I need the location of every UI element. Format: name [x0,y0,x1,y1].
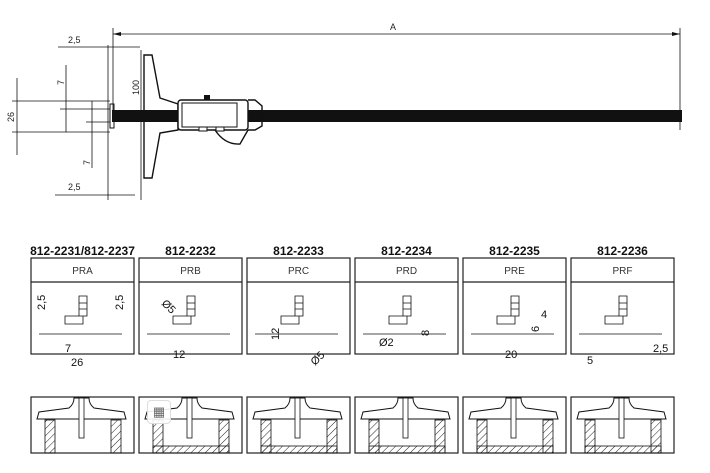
probe-model: 812-2231/812-2237 [30,244,135,258]
probe-tip-sketch [186,295,196,317]
probe-tip-sketch [510,295,520,317]
dim-base-height: 26 [6,112,16,122]
dim-length-A: A [390,22,396,32]
probe-code: PRB [180,266,201,277]
probe-usage-section [246,396,351,454]
probe-code: PRA [72,266,93,277]
probe-dimension: 2,5 [653,343,668,355]
probe-code: PRE [504,266,525,277]
probe-dimension: 4 [541,309,547,321]
probe-dimension: 2,5 [36,295,48,310]
probe-model: 812-2234 [381,244,432,258]
probe-dimension: 8 [420,330,432,336]
dim-base-depth: 100 [131,80,141,95]
dim-top-offset: 2,5 [68,35,81,45]
probe-code: PRD [396,266,417,277]
probe-model: 812-2232 [165,244,216,258]
probe-code: PRF [613,266,633,277]
probe-dimension: 2,5 [114,295,126,310]
probe-dimension: 12 [270,328,282,340]
probe-code: PRC [288,266,309,277]
probe-model: 812-2235 [489,244,540,258]
table-grid-icon[interactable]: ▦ [147,400,171,424]
probe-usage-section [354,396,459,454]
probe-usage-section [570,396,675,454]
probe-dimension: 20 [505,349,517,361]
probe-model: 812-2233 [273,244,324,258]
probe-dimension: 5 [587,355,593,367]
probe-usage-section [30,396,135,454]
probe-dimension: 12 [173,349,185,361]
probe-usage-section [462,396,567,454]
probe-dimension: 6 [530,326,542,332]
probe-dimension: 7 [65,343,71,355]
dim-bottom-offset: 2,5 [68,182,81,192]
probe-dimension: Ø2 [379,337,394,349]
probe-tip-sketch [618,295,628,317]
probe-dimension: Ø5 [159,298,178,317]
depth-gauge-drawing: A 2,5 2,5 26 7 7 100 [6,22,682,200]
probe-dimension: 26 [71,357,83,369]
probe-dimension: Ø5 [309,349,328,368]
probe-tip-sketch [78,295,88,317]
probe-tip-sketch [294,295,304,317]
dim-lower-step: 7 [82,160,92,165]
probe-model: 812-2236 [597,244,648,258]
dim-upper-step: 7 [56,80,66,85]
probe-tip-sketch [402,295,412,317]
